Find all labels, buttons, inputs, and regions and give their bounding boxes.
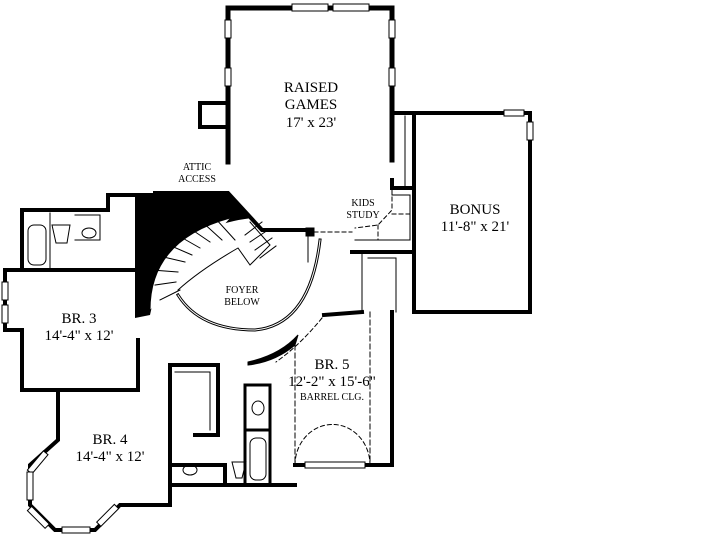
- room-name: BR. 3: [61, 311, 97, 327]
- room-dims: 14'-4" x 12': [75, 449, 145, 466]
- room-name: BR. 4: [92, 432, 128, 448]
- room-name: BONUS: [449, 202, 501, 218]
- room-name: GAMES: [284, 97, 338, 114]
- room-name: RAISED: [283, 80, 339, 96]
- label-attic-access: ATTIC ACCESS: [178, 162, 216, 185]
- room-dims: 14'-4" x 12': [44, 328, 114, 345]
- room-br3: BR. 3 14'-4" x 12': [44, 311, 113, 346]
- room-br4: BR. 4 14'-4" x 12': [75, 432, 144, 467]
- room-bonus: BONUS 11'-8" x 21': [441, 202, 509, 237]
- room-note: BARREL CLG.: [299, 391, 365, 403]
- room-dims: 11'-8" x 21': [440, 219, 510, 236]
- room-dims: 12'-2" x 15'-6": [288, 374, 376, 391]
- wall-br3: [20, 193, 157, 272]
- label-foyer-below: FOYER BELOW: [224, 285, 260, 308]
- wall-br4: [28, 363, 172, 532]
- room-name: BR. 5: [314, 357, 350, 373]
- label-kids-study: KIDS STUDY: [346, 198, 380, 221]
- room-br5: BR. 5 12'-2" x 15'-6" BARREL CLG.: [288, 357, 376, 403]
- room-raised-games: RAISED GAMES 17' x 23': [284, 80, 338, 132]
- wall-bonus: [390, 111, 532, 314]
- room-dims: 17' x 23': [285, 114, 337, 131]
